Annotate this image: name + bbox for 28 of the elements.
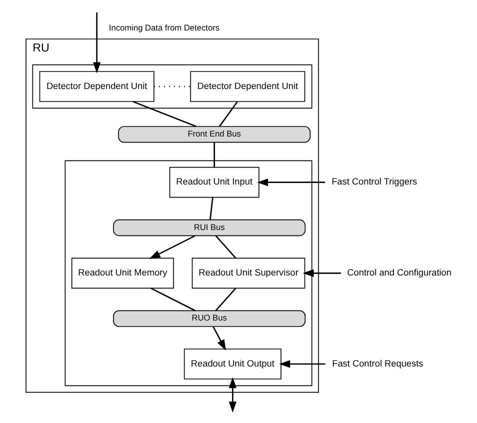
node-box: Readout Unit Memory (71, 258, 174, 289)
connector (150, 288, 196, 312)
arrow (149, 235, 196, 259)
node-text: Control and Configuration (347, 268, 452, 278)
connector (215, 288, 236, 312)
node-box: RUI Bus (113, 219, 306, 236)
node-box: Readout Unit Output (184, 348, 282, 380)
node-text: Fast Control Triggers (332, 176, 418, 187)
node-box: Front End Bus (118, 126, 311, 143)
arrow (92, 12, 101, 74)
connector (214, 142, 215, 168)
node-text: Fast Control Requests (332, 358, 424, 368)
cluster (32, 64, 312, 109)
connector (209, 197, 214, 220)
node-box: Readout Unit Supervisor (192, 258, 306, 289)
node-box: Detector Dependent Unit (190, 71, 306, 102)
node-box: Readout Unit Input (169, 166, 260, 198)
arrow (212, 326, 226, 351)
cluster (64, 160, 312, 386)
connector (215, 235, 236, 258)
arrow (279, 360, 326, 368)
node-box: RUO Bus (113, 310, 306, 327)
arrow (228, 377, 237, 413)
connector (219, 101, 238, 127)
node-box: Detector Dependent Unit (39, 71, 154, 102)
edge-label: Incoming Data from Detectors (108, 22, 220, 32)
arrow (302, 269, 341, 278)
arrow (257, 178, 325, 186)
